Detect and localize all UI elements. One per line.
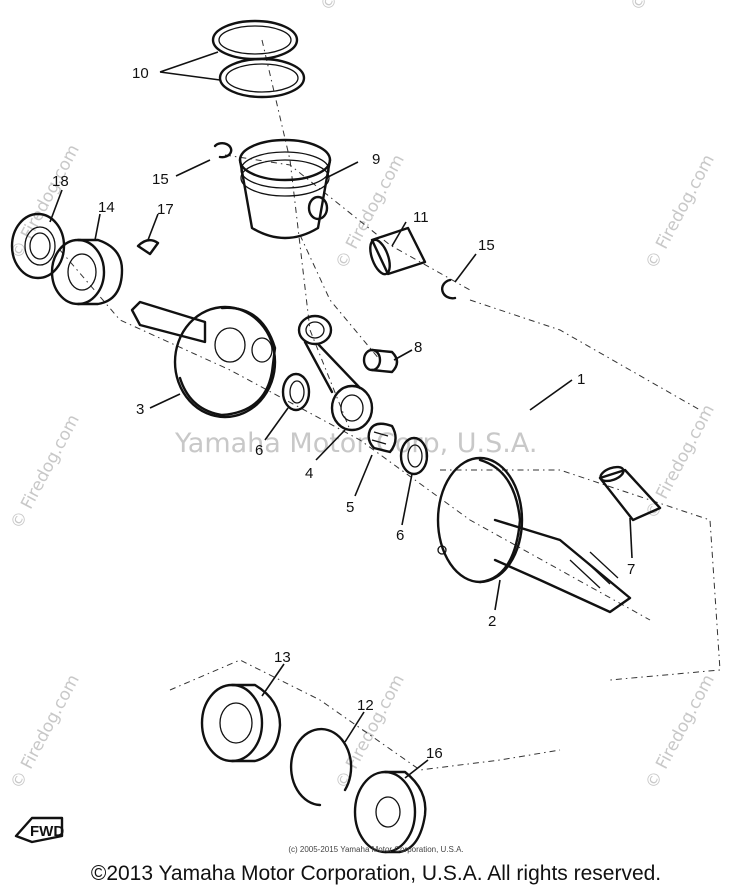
callout-numbers: 10 15 9 11 15 17 14 18 3 8 1 6 4 5 6 7 2… (52, 65, 635, 762)
thrust-washer-right (399, 436, 429, 476)
site-watermark: © Firedog.com (642, 671, 719, 792)
site-watermark: © Firedog.com (7, 671, 84, 792)
forward-direction-arrow: FWD (14, 816, 64, 844)
callout-3: 3 (136, 401, 144, 418)
callout-12: 12 (357, 697, 374, 714)
watermark-layer: Yamaha Motor Corp, U.S.A. © Firedog.com … (7, 0, 719, 792)
site-watermark: © Firedog.com (627, 0, 704, 14)
callout-17: 17 (157, 201, 174, 218)
callout-11: 11 (413, 209, 429, 226)
callout-13: 13 (274, 649, 291, 666)
piston-pin (369, 226, 427, 276)
site-watermark: © Firedog.com (7, 141, 84, 262)
piston-rings (211, 19, 306, 99)
leader-lines (49, 51, 633, 779)
fwd-label: FWD (30, 823, 64, 840)
callout-15-right: 15 (478, 237, 495, 254)
copyright-notice: ©2013 Yamaha Motor Corporation, U.S.A. A… (90, 862, 662, 885)
callout-15-left: 15 (152, 171, 169, 188)
bearing-circlip (289, 727, 353, 807)
callout-4: 4 (305, 465, 313, 482)
crank-pin (598, 465, 662, 522)
callout-6-right: 6 (396, 527, 404, 544)
connecting-rod (297, 314, 374, 432)
callout-8: 8 (414, 339, 422, 356)
right-crank-half (436, 456, 632, 614)
center-watermark: Yamaha Motor Corp, U.S.A. (174, 428, 537, 459)
site-watermark: © Firedog.com (7, 411, 84, 532)
small-end-bearing (362, 348, 399, 374)
callout-6-left: 6 (255, 442, 263, 459)
big-end-bearing (367, 422, 397, 454)
site-watermark: © Firedog.com (317, 0, 394, 14)
thrust-washer-left (281, 372, 311, 412)
callout-14: 14 (98, 199, 115, 216)
site-watermark: © Firedog.com (642, 151, 719, 272)
diagram-credit: (c) 2005-2015 Yamaha Motor Corporation, … (288, 845, 464, 854)
right-main-bearing (200, 683, 282, 763)
callout-2: 2 (488, 613, 496, 630)
piston (238, 138, 332, 240)
callout-16: 16 (426, 745, 443, 762)
callout-1: 1 (577, 371, 585, 388)
piston-pin-clips (213, 142, 457, 300)
callout-10: 10 (132, 65, 149, 82)
callout-7: 7 (627, 561, 635, 578)
left-main-bearing (50, 238, 124, 306)
site-watermark: © Firedog.com (642, 401, 719, 522)
crank-oil-seal (353, 770, 427, 854)
callout-18: 18 (52, 173, 69, 190)
callout-9: 9 (372, 151, 380, 168)
woodruff-key (136, 238, 160, 256)
assembly-center-lines (59, 39, 721, 771)
left-crank-half (130, 300, 277, 419)
callout-5: 5 (346, 499, 354, 516)
